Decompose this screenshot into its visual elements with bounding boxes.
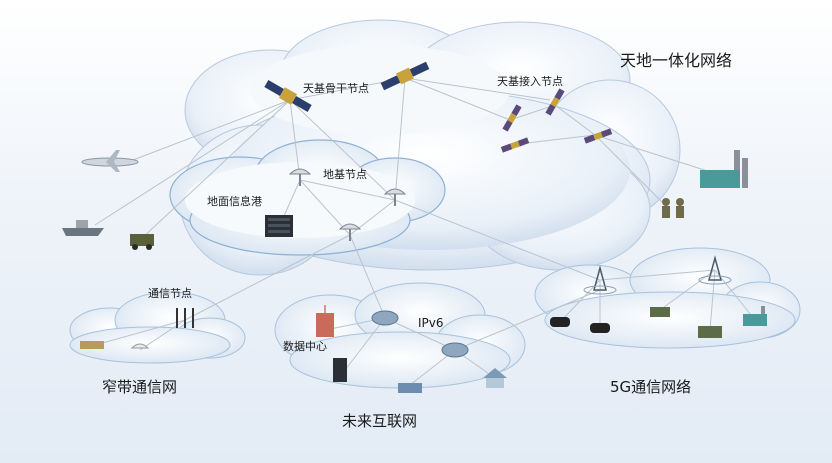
- 5g-base-station-icon: [583, 265, 617, 295]
- router-icon: [371, 310, 399, 326]
- satellite-icon: [545, 88, 565, 116]
- house-icon: [483, 368, 507, 388]
- dish-antenna-icon: [288, 168, 312, 186]
- network-devices-icon: [398, 383, 422, 393]
- server-rack-icon: [265, 215, 293, 237]
- building-icon: [316, 305, 334, 337]
- router-icon: [441, 342, 469, 358]
- military-vehicle-icon: [130, 234, 154, 250]
- ship-icon: [62, 220, 104, 236]
- field-radio-icon: [80, 341, 104, 349]
- label-space-backbone: 天基骨干节点: [303, 82, 369, 95]
- 5g-base-station-icon: [698, 255, 732, 285]
- vehicle-icon: [650, 307, 670, 317]
- ground-cloud-fill: [185, 162, 415, 238]
- satellite-icon: [264, 80, 312, 112]
- factory-icon: [743, 306, 767, 326]
- vr-headset-icon: [550, 317, 570, 327]
- satellite-icon: [502, 104, 522, 132]
- vr-headset-icon: [590, 323, 610, 333]
- server-icon: [333, 358, 347, 382]
- soldiers-icon: [662, 198, 684, 218]
- label-narrowband: 窄带通信网: [102, 378, 177, 396]
- dish-antenna-icon: [338, 223, 362, 241]
- label-ground-node: 地基节点: [323, 168, 367, 181]
- label-5g: 5G通信网络: [610, 378, 691, 396]
- sky-cloud-highlight: [250, 45, 510, 135]
- vehicle-icon: [698, 326, 722, 338]
- airplane-icon: [81, 150, 139, 172]
- label-ipv6: IPv6: [418, 316, 444, 330]
- 5g-cloud: [534, 247, 801, 349]
- satellite-icon: [380, 61, 430, 91]
- label-datacenter: 数据中心: [283, 339, 327, 353]
- label-ground-port: 地面信息港: [207, 194, 262, 208]
- satellite-icon: [583, 128, 613, 144]
- radio-tower-icon: [176, 308, 194, 328]
- satellite-icon: [500, 137, 530, 153]
- small-dish-icon: [130, 343, 150, 349]
- connection-lines: [94, 77, 756, 386]
- industrial-plant-icon: [700, 150, 748, 188]
- dish-antenna-icon: [383, 188, 407, 206]
- label-future-internet: 未来互联网: [342, 412, 417, 430]
- label-space-access: 天基接入节点: [497, 75, 563, 88]
- label-sky-ground: 天地一体化网络: [620, 51, 732, 70]
- label-comm-node: 通信节点: [148, 287, 192, 300]
